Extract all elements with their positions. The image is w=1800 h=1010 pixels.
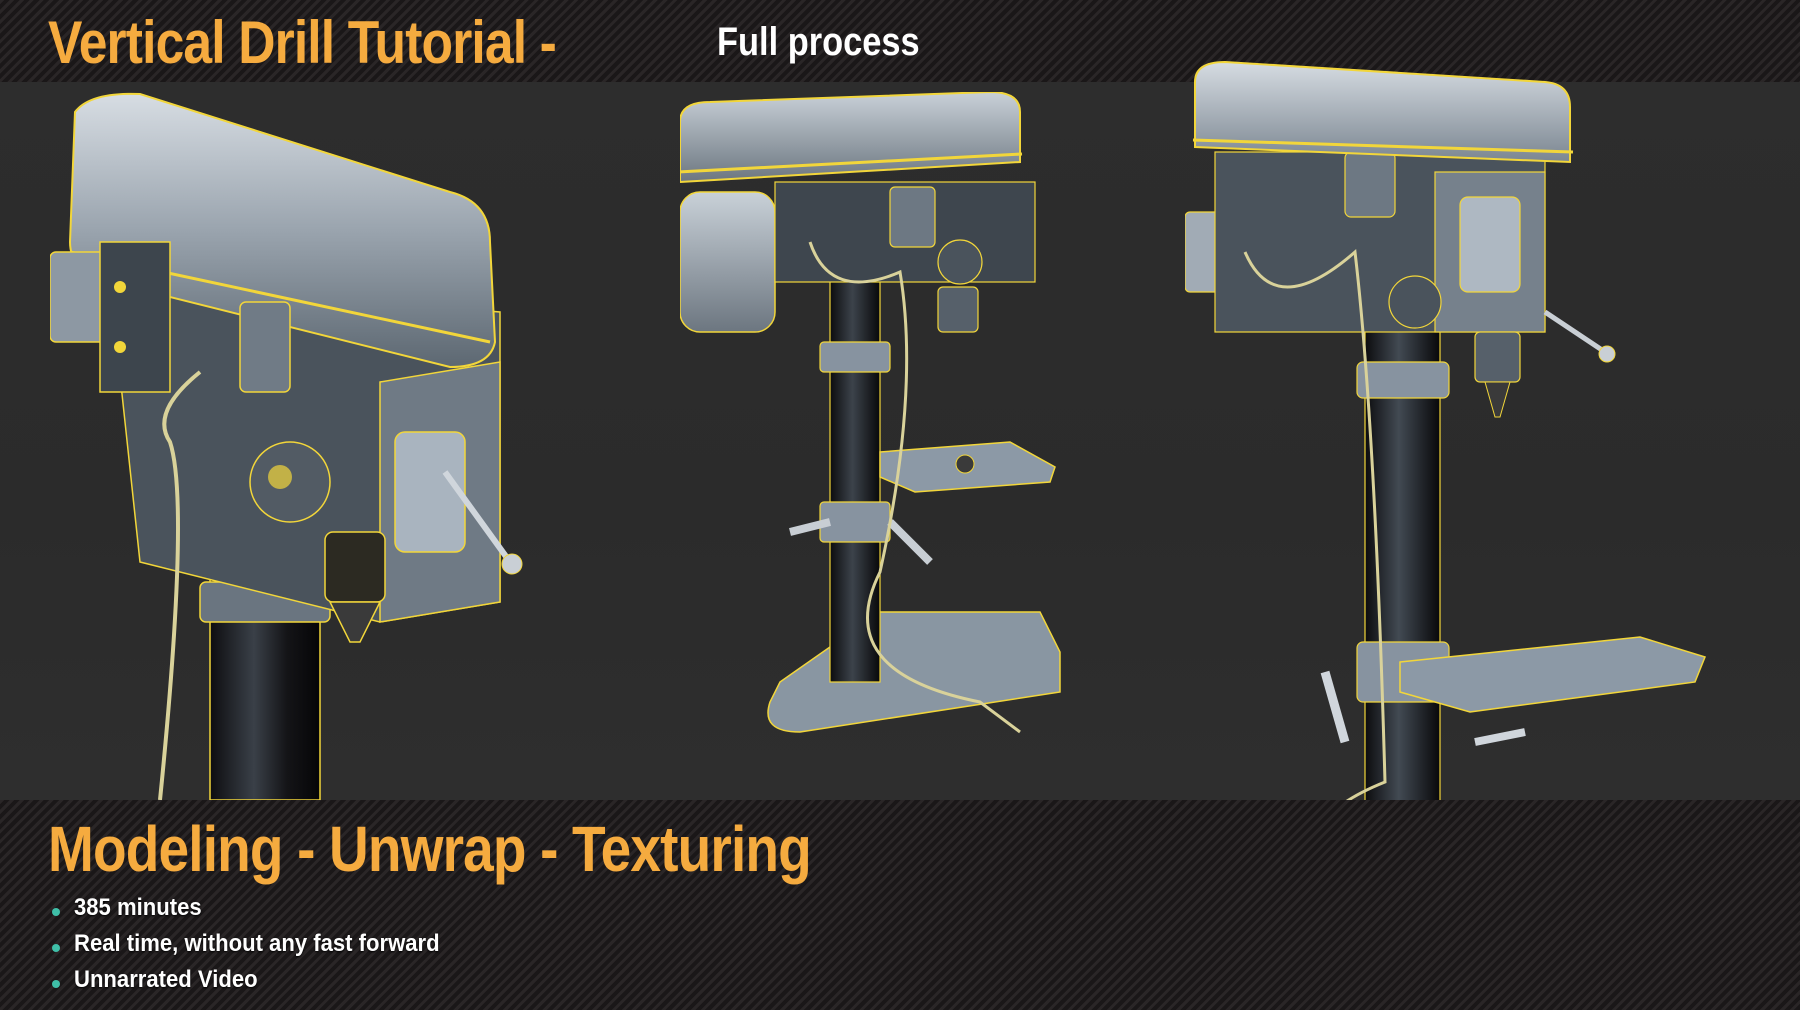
feature-item: Real time, without any fast forward	[52, 926, 471, 962]
feature-item: 385 minutes	[52, 890, 471, 926]
title-row: Vertical Drill Tutorial -	[48, 8, 639, 77]
bullet-dot-icon	[52, 908, 60, 916]
bullet-dot-icon	[52, 980, 60, 988]
render-stage	[0, 60, 1800, 924]
bullet-dot-icon	[52, 944, 60, 952]
render-closeup	[50, 82, 610, 800]
render-front	[680, 92, 1120, 792]
header-band: Vertical Drill Tutorial - Full process	[0, 0, 1800, 82]
feature-list: 385 minutes Real time, without any fast …	[52, 890, 471, 998]
footer-band	[0, 800, 1800, 1010]
page-subtitle: Full process	[717, 20, 920, 64]
feature-text: Real time, without any fast forward	[74, 930, 440, 957]
feature-text: Unnarrated Video	[74, 966, 258, 993]
section-heading: Modeling - Unwrap - Texturing	[48, 813, 812, 885]
feature-item: Unnarrated Video	[52, 962, 471, 998]
drill-front-illustration	[680, 92, 1061, 734]
drill-closeup-illustration	[50, 92, 523, 800]
feature-text: 385 minutes	[74, 894, 202, 921]
page-title: Vertical Drill Tutorial -	[48, 9, 557, 76]
